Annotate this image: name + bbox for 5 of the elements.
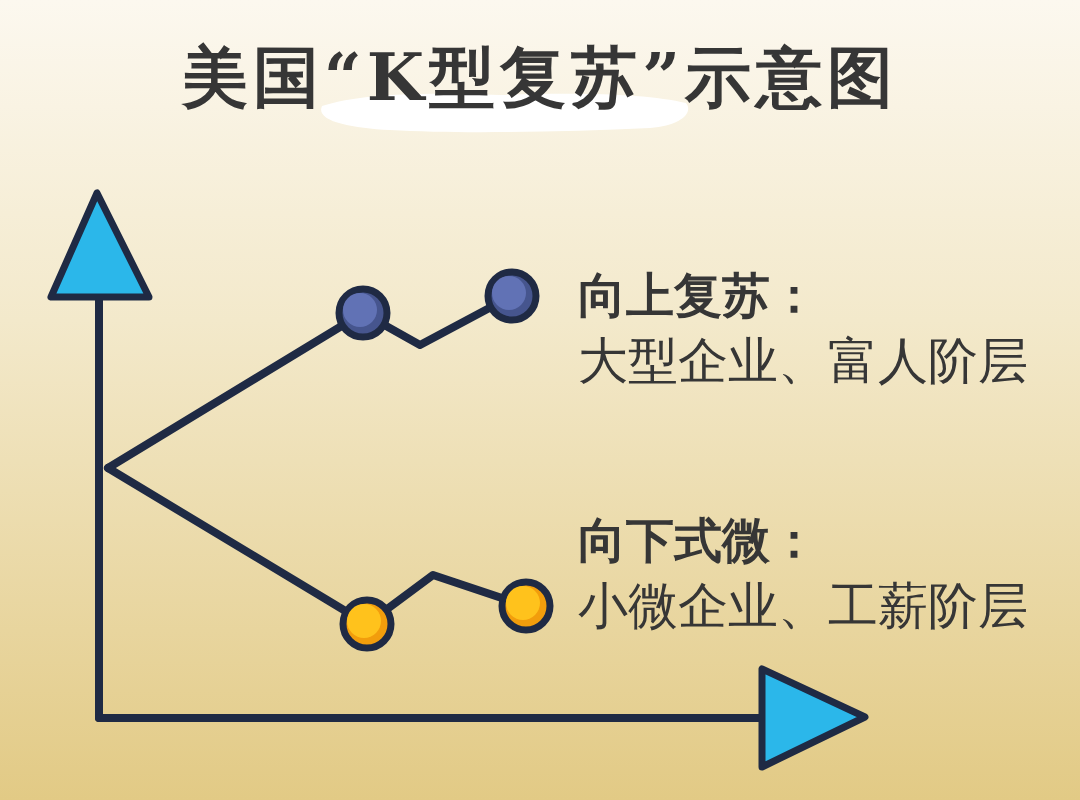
branch-heading: 向上复苏： — [578, 268, 818, 324]
branch-description: 大型企业、富人阶层 — [578, 333, 1028, 391]
title: 美国“K型复苏”示意图 — [181, 44, 899, 110]
branch-description: 小微企业、工薪阶层 — [578, 578, 1028, 636]
branch-heading: 向下式微： — [578, 513, 818, 569]
